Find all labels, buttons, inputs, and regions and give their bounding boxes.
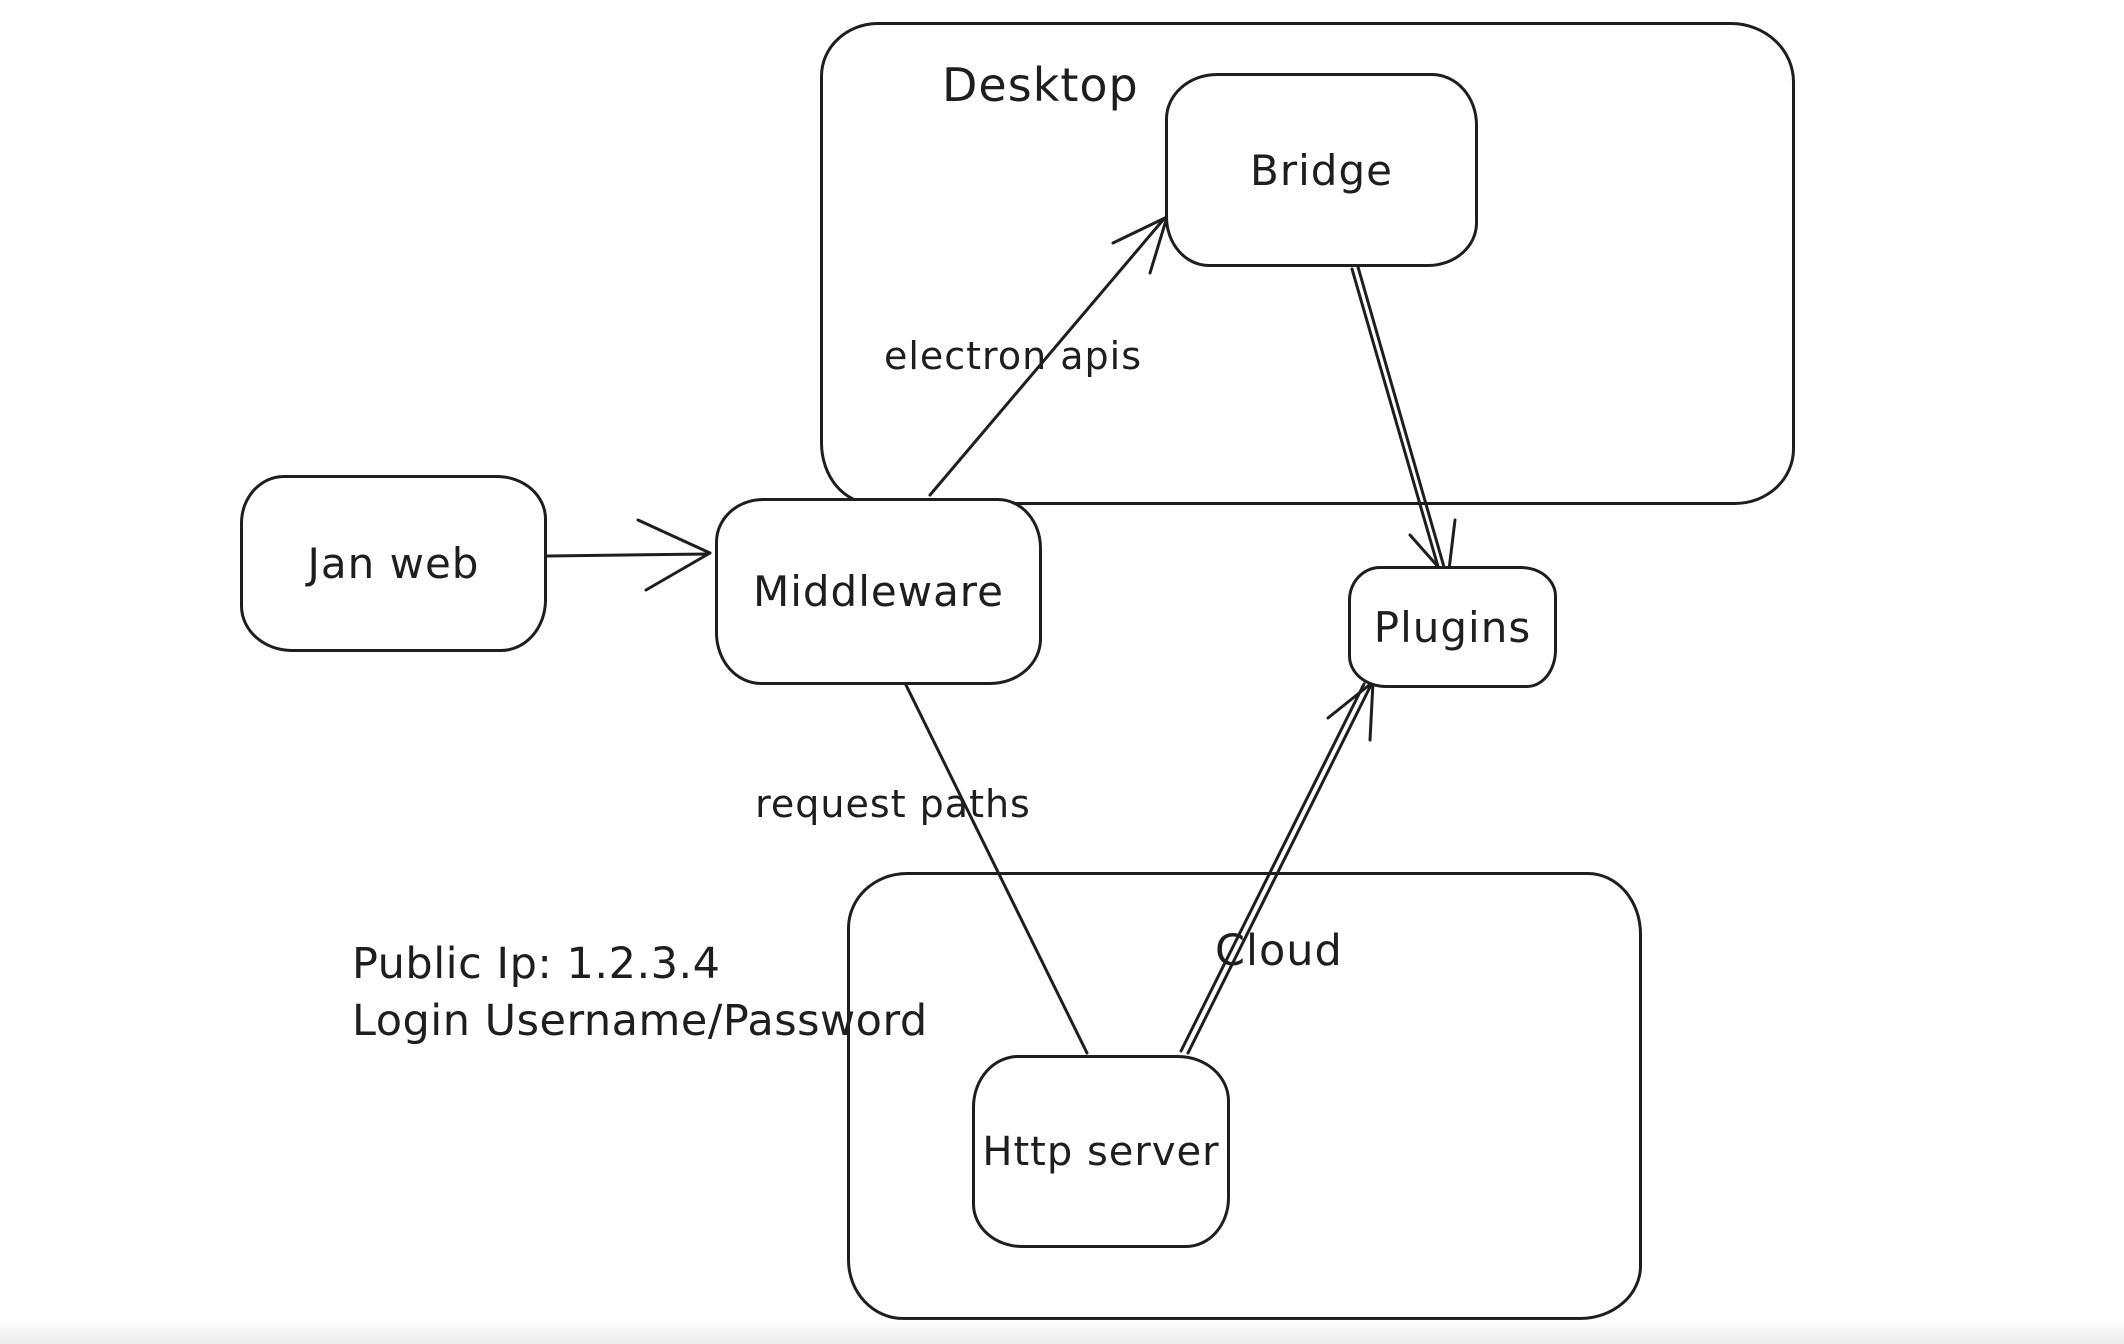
node-plugins-label: Plugins xyxy=(1373,602,1532,652)
arrowhead-icon xyxy=(636,518,712,592)
node-middleware[interactable]: Middleware xyxy=(715,498,1042,685)
credentials-note-line2: Login Username/Password xyxy=(352,995,928,1046)
cloud-container-label[interactable]: Cloud xyxy=(1215,926,1343,976)
credentials-note[interactable]: Public Ip: 1.2.3.4 Login Username/Passwo… xyxy=(352,936,928,1050)
node-http-server-label: Http server xyxy=(982,1128,1220,1175)
edge-label-electron-apis[interactable]: electron apis xyxy=(883,334,1143,378)
node-http-server[interactable]: Http server xyxy=(972,1055,1230,1248)
node-jan-web-label: Jan web xyxy=(307,539,480,588)
node-bridge[interactable]: Bridge xyxy=(1165,73,1478,267)
node-middleware-label: Middleware xyxy=(752,567,1004,616)
credentials-note-line1: Public Ip: 1.2.3.4 xyxy=(352,939,721,989)
node-jan-web[interactable]: Jan web xyxy=(240,475,547,652)
node-bridge-label: Bridge xyxy=(1250,145,1393,195)
arrowhead-icon xyxy=(1326,680,1375,742)
edge-label-request-paths[interactable]: request paths xyxy=(755,782,1031,826)
page-bottom-fade xyxy=(0,1318,2124,1344)
desktop-container-label[interactable]: Desktop xyxy=(942,58,1139,112)
node-plugins[interactable]: Plugins xyxy=(1348,566,1557,688)
desktop-container-box[interactable] xyxy=(820,22,1795,505)
